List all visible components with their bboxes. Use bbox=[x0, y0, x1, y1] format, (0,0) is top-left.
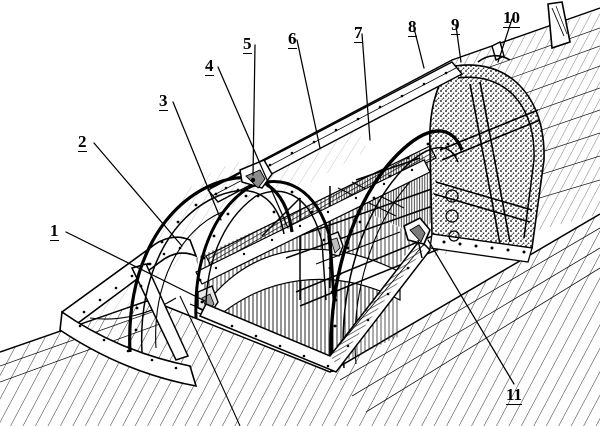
callout-label-9: 9 bbox=[451, 15, 460, 35]
callout-label-1: 1 bbox=[50, 221, 59, 241]
callout-label-4: 4 bbox=[205, 56, 214, 76]
canopy-track-fitting bbox=[477, 40, 511, 63]
leader-3 bbox=[172, 101, 222, 221]
leader-2 bbox=[93, 142, 183, 247]
callout-label-2: 2 bbox=[78, 132, 87, 152]
rear-bulkhead bbox=[429, 64, 545, 263]
leader-10 bbox=[497, 18, 513, 63]
leader-9 bbox=[455, 25, 462, 63]
callout-label-3: 3 bbox=[159, 91, 168, 111]
leader-8 bbox=[413, 27, 425, 69]
leader-6 bbox=[296, 39, 321, 149]
canopy-hoop-forward bbox=[128, 176, 294, 353]
leader-1 bbox=[65, 231, 206, 302]
callout-leader-lines bbox=[65, 18, 515, 385]
canopy-rear-latch bbox=[403, 217, 431, 259]
canopy-hoop-rear bbox=[329, 129, 464, 373]
callout-label-11: 11 bbox=[506, 385, 523, 405]
callout-label-5: 5 bbox=[243, 34, 252, 54]
callout-label-7: 7 bbox=[354, 23, 363, 43]
leader-5 bbox=[252, 44, 256, 176]
callout-label-10: 10 bbox=[503, 8, 520, 28]
callout-label-6: 6 bbox=[288, 29, 297, 49]
antenna-mast bbox=[547, 1, 571, 50]
leader-7 bbox=[361, 33, 371, 141]
callout-label-8: 8 bbox=[408, 17, 417, 37]
leader-11 bbox=[427, 239, 515, 385]
